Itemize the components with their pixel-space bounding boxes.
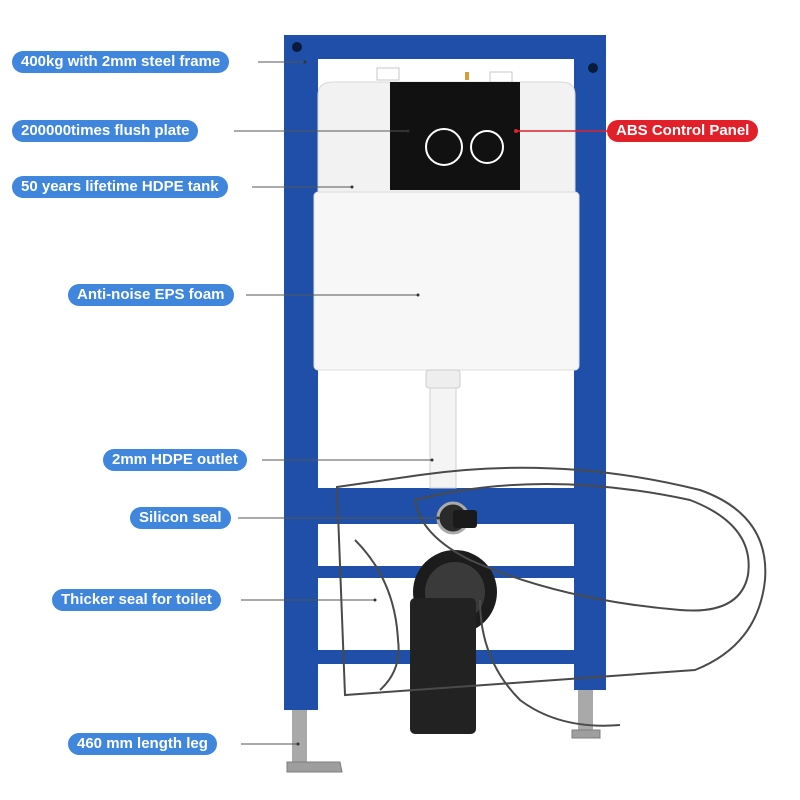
label-leg: 460 mm length leg [68,733,217,755]
leader-dot [416,293,420,297]
bowl-base [479,599,621,727]
label-seal: Silicon seal [130,507,231,529]
tank-valve [465,72,469,80]
bowl-rim [413,483,750,612]
frame-top-bar [284,35,606,59]
leader-dot [406,129,410,133]
waste-pipe [410,501,497,734]
tank-clip [376,67,400,81]
bowl-curve [354,539,400,691]
leader-lines [234,61,438,745]
pan-connector [410,598,476,734]
control-panel-plate [390,82,520,190]
flush-button-small [470,130,504,164]
tank-clip [489,71,513,83]
frame-left-post [284,35,318,710]
frame-bolt [588,63,598,73]
leader-dot [436,516,440,520]
leader-dot [373,598,377,602]
bowl-shape [335,466,767,697]
leader-dot [296,742,300,746]
leader-dot [430,458,434,462]
steel-frame [284,35,606,710]
label-frame: 400kg with 2mm steel frame [12,51,230,73]
outlet-collar [425,369,461,389]
label-control-panel: ABS Control Panel [607,120,759,142]
label-tank: 50 years lifetime HDPE tank [12,176,228,198]
leader-dot [514,129,518,133]
steel-legs [286,685,601,773]
abs-control-panel [390,82,520,190]
label-toilet-seal: Thicker seal for toilet [52,589,221,611]
eps-foam-block [313,191,580,371]
left-leg [292,705,307,763]
leader-dots [296,60,518,746]
right-foot [571,729,601,739]
toilet-bowl-outline [335,466,767,727]
leader-dot [303,60,307,64]
frame-bolt [292,42,302,52]
label-flush-plate: 200000times flush plate [12,120,199,142]
label-foam: Anti-noise EPS foam [68,284,234,306]
inlet-connector [453,510,477,528]
left-foot [286,761,343,773]
label-outlet: 2mm HDPE outlet [103,449,247,471]
right-leg [578,685,593,733]
flush-button-large [425,128,463,166]
leader-dot [350,185,354,189]
